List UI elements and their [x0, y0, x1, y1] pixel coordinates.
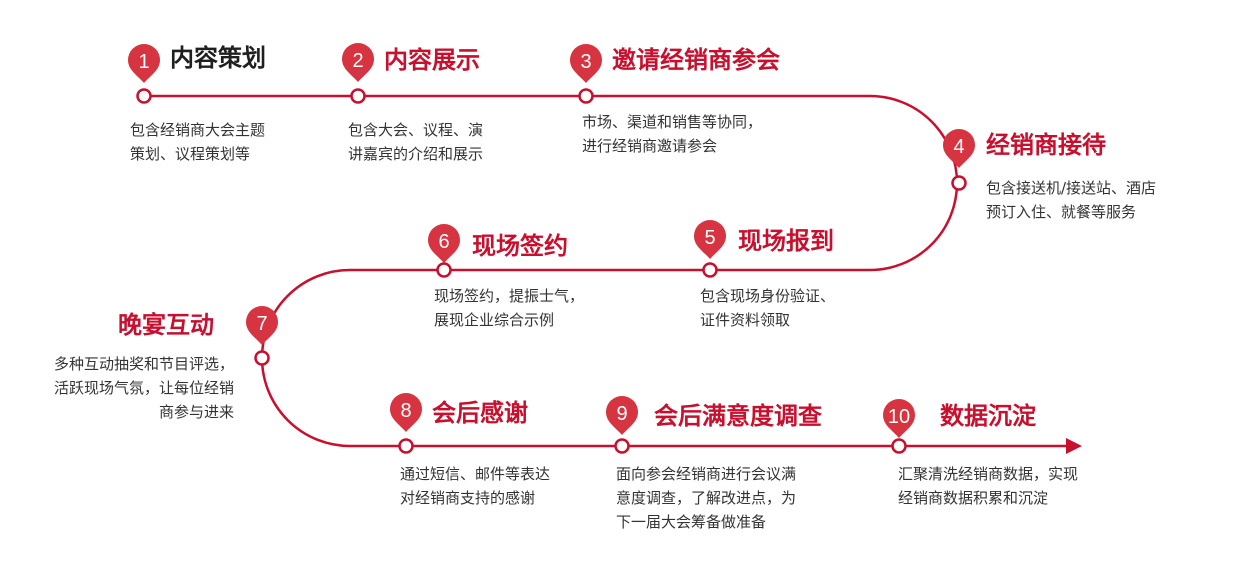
- step-number: 1: [138, 51, 149, 73]
- step-number: 8: [400, 400, 411, 422]
- map-pin-icon: [342, 43, 374, 82]
- step-10-desc: 汇聚清洗经销商数据，实现经销商数据积累和沉淀: [898, 465, 1079, 507]
- step-node-circle: [350, 88, 366, 104]
- step-node-circle: [436, 262, 452, 278]
- map-pin-icon: [606, 396, 638, 435]
- step-5-title: 现场报到: [738, 227, 834, 255]
- step-5-desc: 包含现场身份验证、证件资料领取: [700, 287, 836, 329]
- step-3-marker: 3: [570, 44, 602, 104]
- step-1-desc: 包含经销商大会主题策划、议程策划等: [130, 121, 266, 163]
- map-pin-icon: [943, 129, 975, 168]
- step-7-desc: 多种互动抽奖和节目评选，活跃现场气氛，让每位经销商参与进来: [53, 355, 234, 421]
- step-2-desc: 包含大会、议程、演讲嘉宾的介绍和展示: [348, 121, 484, 163]
- step-9-title: 会后满意度调查: [654, 402, 822, 430]
- step-3-title: 邀请经销商参会: [612, 46, 780, 74]
- step-6-title: 现场签约: [472, 232, 568, 260]
- map-pin-icon: [246, 306, 278, 345]
- step-number: 6: [438, 231, 449, 253]
- step-number: 2: [352, 50, 363, 72]
- step-2-marker: 2: [342, 43, 374, 104]
- step-number: 3: [580, 51, 591, 73]
- arrow-head-icon: [1066, 438, 1082, 454]
- step-5-marker: 5: [694, 220, 726, 278]
- map-pin-icon: [128, 44, 160, 83]
- step-number: 5: [704, 227, 715, 249]
- map-pin-icon: [694, 220, 726, 259]
- step-4-desc: 包含接送机/接送站、酒店预订入住、就餐等服务: [986, 179, 1157, 221]
- step-10-title: 数据沉淀: [940, 402, 1036, 430]
- step-node-circle: [578, 88, 594, 104]
- step-node-circle: [614, 438, 630, 454]
- step-8-desc: 通过短信、邮件等表达对经销商支持的感谢: [400, 465, 551, 507]
- map-pin-icon: [570, 44, 602, 83]
- step-number: 9: [616, 403, 627, 425]
- step-number: 7: [256, 313, 267, 335]
- step-node-circle: [702, 262, 718, 278]
- step-2-title: 内容展示: [384, 46, 480, 74]
- map-pin-icon: [883, 399, 915, 438]
- step-4-title: 经销商接待: [986, 131, 1106, 159]
- step-4-marker: 4: [943, 129, 975, 191]
- map-pin-icon: [428, 224, 460, 263]
- step-node-circle: [951, 175, 967, 191]
- step-8-marker: 8: [390, 393, 422, 454]
- step-node-circle: [891, 438, 907, 454]
- map-pin-icon: [390, 393, 422, 432]
- step-1-title: 内容策划: [170, 44, 266, 72]
- step-node-circle: [254, 350, 270, 366]
- step-number: 4: [953, 136, 964, 158]
- step-number: 10: [888, 406, 910, 428]
- step-1-marker: 1: [128, 44, 160, 104]
- step-node-circle: [136, 88, 152, 104]
- step-7-title: 晚宴互动: [118, 311, 214, 339]
- step-6-marker: 6: [428, 224, 460, 278]
- step-9-marker: 9: [606, 396, 638, 454]
- step-3-desc: 市场、渠道和销售等协同，进行经销商邀请参会: [582, 113, 763, 155]
- step-node-circle: [398, 438, 414, 454]
- step-8-title: 会后感谢: [432, 399, 528, 427]
- step-9-desc: 面向参会经销商进行会议满意度调查，了解改进点，为下一届大会筹备做准备: [616, 465, 797, 531]
- step-7-marker: 7: [246, 306, 278, 366]
- step-markers: 1 2 3 4 5 6 7 8 9 10: [128, 43, 975, 454]
- step-10-marker: 10: [883, 399, 915, 454]
- step-6-desc: 现场签约，提振士气，展现企业综合示例: [434, 287, 585, 329]
